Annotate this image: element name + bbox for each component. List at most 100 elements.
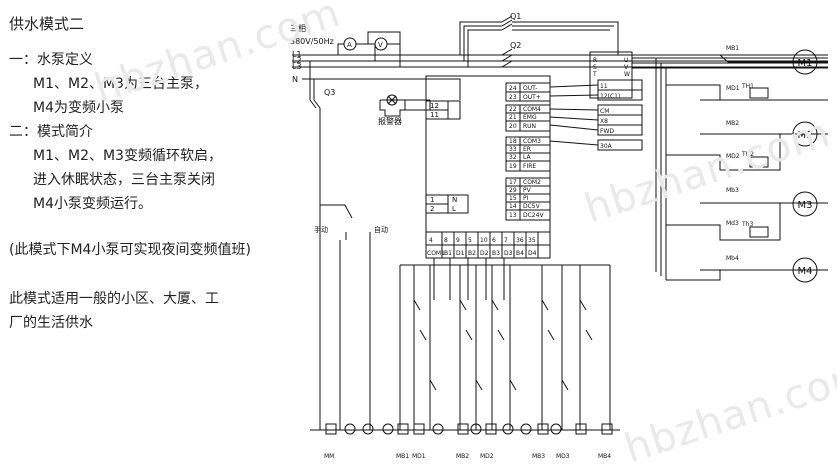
manual-label: 手动 xyxy=(314,225,328,234)
neutral-label: N xyxy=(292,75,298,84)
usage-line: 厂的生活供水 xyxy=(9,315,93,331)
breaker-q1-label: Q1 xyxy=(510,12,521,21)
bottom-pin-number: 4 xyxy=(429,237,433,244)
pump-definition-line: M4为变频小泵 xyxy=(33,100,124,116)
usage-line: 此模式适用一般的小区、大厦、工 xyxy=(9,291,219,307)
phase-l2-label: L2 xyxy=(292,56,302,65)
io-number: 33 xyxy=(509,146,517,153)
bottom-pin-name: D4 xyxy=(528,250,537,257)
coil-mm xyxy=(325,423,337,435)
phase-l3-label: L3 xyxy=(292,62,302,71)
io-number: 14 xyxy=(509,203,517,210)
io-number: 19 xyxy=(509,163,517,170)
vfd-output-label: V xyxy=(624,64,629,71)
vfd-input-label: T xyxy=(592,71,597,78)
alarm-lamp-icon xyxy=(386,94,398,106)
io-name: FIRE xyxy=(523,163,536,170)
bottom-pin-name: B3 xyxy=(492,250,500,257)
io-number: 17 xyxy=(509,179,517,186)
alarm-bell-icon xyxy=(379,100,406,117)
contactor-label: MD2 xyxy=(726,153,740,160)
io-name: DC5V xyxy=(523,203,541,210)
bottom-pin-number: 9 xyxy=(456,237,460,244)
io-name: COM2 xyxy=(523,179,541,186)
io-number: 15 xyxy=(509,195,517,202)
io-number: 20 xyxy=(509,123,517,130)
bottom-pin-number: 6 xyxy=(492,237,496,244)
controller-pin-label: 12 xyxy=(430,102,439,110)
ammeter-label: A xyxy=(347,41,352,49)
contactor-label: Mb4 xyxy=(726,255,739,262)
vfd-terminal-label: X8 xyxy=(600,118,608,125)
pump-definition-heading: 一：水泵定义 xyxy=(9,52,93,68)
bottom-pin-number: 36 xyxy=(516,237,524,244)
relay-label: TH2 xyxy=(741,151,754,158)
bottom-label: MB4 xyxy=(598,453,611,460)
io-name: COM4 xyxy=(523,106,541,113)
auto-label: 自动 xyxy=(374,225,388,234)
motor-label: M2 xyxy=(798,130,813,141)
vfd-terminal-label: FWD xyxy=(600,128,614,135)
motor-m2-icon xyxy=(792,121,818,147)
vfd-terminal-label: 12(C1) xyxy=(600,93,620,100)
night-duty-note: (此模式下M4小泵可实现夜间变频值班) xyxy=(9,242,251,258)
bottom-pin-number: 7 xyxy=(504,237,508,244)
mode-intro-heading: 二：模式简介 xyxy=(9,124,93,140)
vfd-block xyxy=(589,51,633,99)
motor-m3-icon xyxy=(792,191,818,217)
bottom-pin-name: D3 xyxy=(504,250,513,257)
bottom-label: MD1 xyxy=(412,453,426,460)
bottom-pin-name: D1 xyxy=(456,250,465,257)
bottom-label: MB2 xyxy=(456,453,469,460)
breaker-q3-label: Q3 xyxy=(324,88,335,97)
relay-label: Th3 xyxy=(741,221,753,228)
power-pin-name: L xyxy=(452,205,456,213)
thermal-relay-th2 xyxy=(749,156,769,168)
contactor-label: MB1 xyxy=(726,45,739,52)
supply-label: 三相 xyxy=(290,23,306,33)
bottom-label: MM xyxy=(324,453,334,460)
vfd-output-label: U xyxy=(624,57,628,64)
q2-breaker-icon xyxy=(490,48,513,68)
contactor-label: MD1 xyxy=(726,85,740,92)
io-name: OUT- xyxy=(523,85,537,92)
bottom-label: MB1 xyxy=(396,453,409,460)
io-name: EMG xyxy=(523,114,537,121)
thermal-relay-th1 xyxy=(749,87,769,99)
io-number: 22 xyxy=(509,106,517,113)
bottom-label: MD3 xyxy=(556,453,570,460)
bottom-pin-name: D2 xyxy=(480,250,489,257)
io-name: ER xyxy=(523,146,531,153)
contactor-label: Md3 xyxy=(726,220,739,227)
contactor-label: Mb3 xyxy=(726,187,739,194)
power-pin-number: 2 xyxy=(430,205,434,213)
wiring-diagram: 三相 380V/50Hz L1 L2 L3 N A V Q1 Q2 Q3 报警器… xyxy=(290,12,828,460)
motor-label: M1 xyxy=(798,58,813,69)
contactor-label: MB2 xyxy=(726,120,739,127)
q1-breaker-icon xyxy=(501,15,513,31)
vfd-terminal-label: CM xyxy=(600,108,609,115)
description-panel: 供水模式二 一：水泵定义 M1、M2、M3为三台主泵， M4为变频小泵 二：模式… xyxy=(0,0,290,468)
io-name: PI xyxy=(523,195,529,202)
thermal-relay-th3 xyxy=(749,226,769,238)
io-name: DC24V xyxy=(523,212,544,219)
motor-label: M4 xyxy=(798,266,813,277)
neutral-line xyxy=(302,78,461,100)
phase-l1-label: L1 xyxy=(292,50,302,59)
pump-definition-line: M1、M2、M3为三台主泵， xyxy=(33,76,208,92)
io-name: PV xyxy=(523,187,532,194)
relay-label: TH1 xyxy=(741,83,754,90)
mode-intro-line: M1、M2、M3变频循环软启， xyxy=(33,148,222,164)
vfd-input-label: R xyxy=(593,57,597,64)
io-number: 21 xyxy=(509,114,517,121)
io-name: LA xyxy=(523,154,531,161)
breaker-q2-label: Q2 xyxy=(510,41,521,50)
mode-title: 供水模式二 xyxy=(9,15,85,33)
q3-breaker-icon xyxy=(313,79,321,120)
bottom-pin-number: 35 xyxy=(528,237,536,244)
io-number: 23 xyxy=(509,94,517,101)
mode-switch-icon xyxy=(320,204,353,219)
io-number: 24 xyxy=(509,85,517,92)
io-number: 32 xyxy=(509,154,517,161)
controller-pin-label: 11 xyxy=(430,111,439,119)
